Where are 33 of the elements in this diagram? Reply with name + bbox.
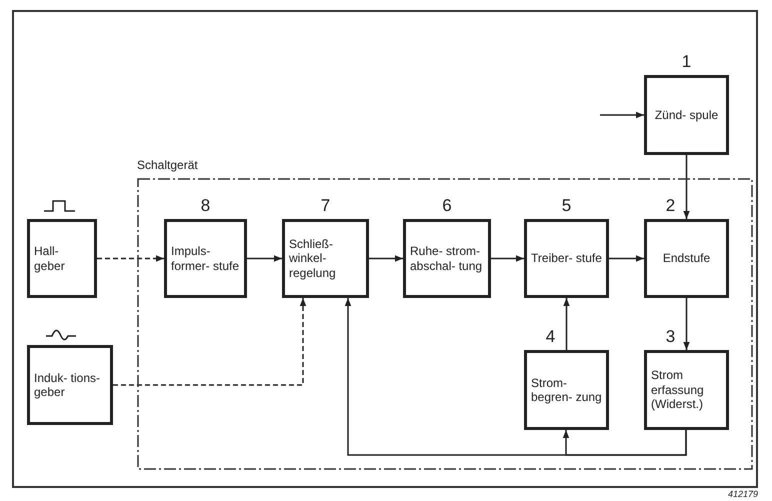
figure-number: 412179 (728, 489, 758, 500)
arrow (491, 255, 524, 262)
callout-number: 6 (441, 196, 453, 216)
arrow (344, 298, 687, 456)
process-box (27, 219, 97, 298)
node-label: Ruhe- strom- abschal- tung (409, 244, 484, 273)
node-label: Hall- geber (33, 244, 66, 273)
arrow (563, 298, 570, 350)
arrow (113, 298, 306, 386)
callout-number: 3 (664, 327, 676, 347)
callout-number: 4 (544, 327, 556, 347)
callout-number: 8 (200, 196, 212, 216)
arrow (97, 255, 164, 262)
callout-number: 7 (320, 196, 332, 216)
node-label: Strom erfassung (Widerst.) (650, 368, 705, 412)
node-label: Treiber- stufe (530, 251, 603, 266)
group-label: Schaltgerät (137, 158, 198, 172)
arrow (247, 255, 282, 262)
arrow (369, 255, 403, 262)
node-label: Schließ- winkel- regelung (288, 236, 337, 280)
callout-number: 1 (680, 52, 692, 72)
arrow (609, 255, 644, 262)
node-label: Induk- tions- geber (33, 370, 102, 400)
callout-number: 5 (560, 196, 572, 216)
node-label: Impuls- former- stufe (170, 244, 240, 273)
callout-number: 2 (664, 196, 676, 216)
node-label: Zünd- spule (654, 108, 720, 122)
node-label: Strom- begren- zung (530, 376, 603, 404)
arrow (600, 112, 644, 118)
arrow (683, 298, 690, 350)
arrow (683, 155, 690, 219)
node-label: Endstufe (662, 251, 712, 266)
process-box (27, 345, 113, 425)
